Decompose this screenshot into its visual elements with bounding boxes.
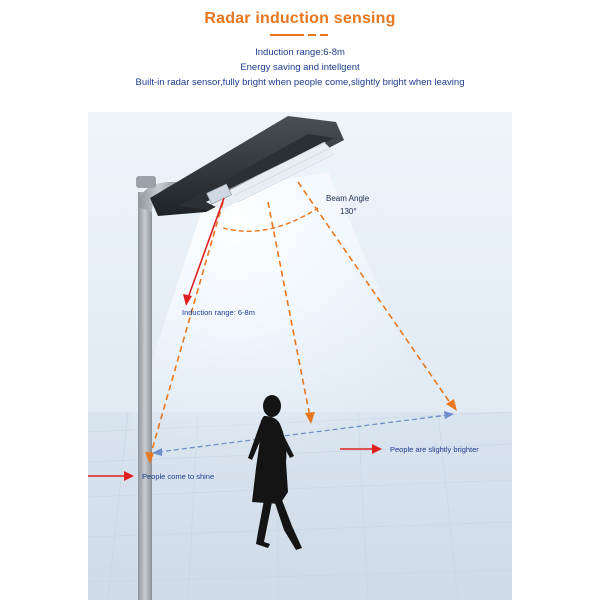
beam-angle-value: 130°: [340, 207, 357, 216]
title-underline: [270, 34, 330, 36]
page-title: Radar induction sensing: [204, 10, 396, 27]
induction-range-label: Induction range: 6-8m: [182, 308, 255, 317]
light-glow: [108, 172, 468, 492]
diagram-graphics: [88, 116, 512, 600]
people-brighter-label: People are slightly brighter: [390, 445, 479, 454]
feature-line-radar: Built-in radar sensor,fully bright when …: [135, 77, 465, 88]
streetlight-diagram: Beam Angle 130° Induction range: 6-8m Pe…: [88, 112, 512, 600]
beam-arrowheads: [145, 399, 457, 464]
feature-line-range: Induction range:6-8m: [255, 47, 345, 58]
lamp-pole: [138, 192, 152, 600]
beam-lines: [149, 181, 454, 458]
induction-range-arrow: [187, 197, 225, 299]
lamp-head: [150, 116, 344, 216]
walking-person: [248, 395, 302, 550]
beam-angle-arc: [222, 207, 319, 232]
walk-path-line: [157, 414, 449, 453]
beam-angle-label: Beam Angle: [326, 194, 370, 203]
feature-line-energy: Energy saving and intellgent: [240, 62, 360, 73]
people-come-label: People come to shine: [142, 472, 215, 481]
